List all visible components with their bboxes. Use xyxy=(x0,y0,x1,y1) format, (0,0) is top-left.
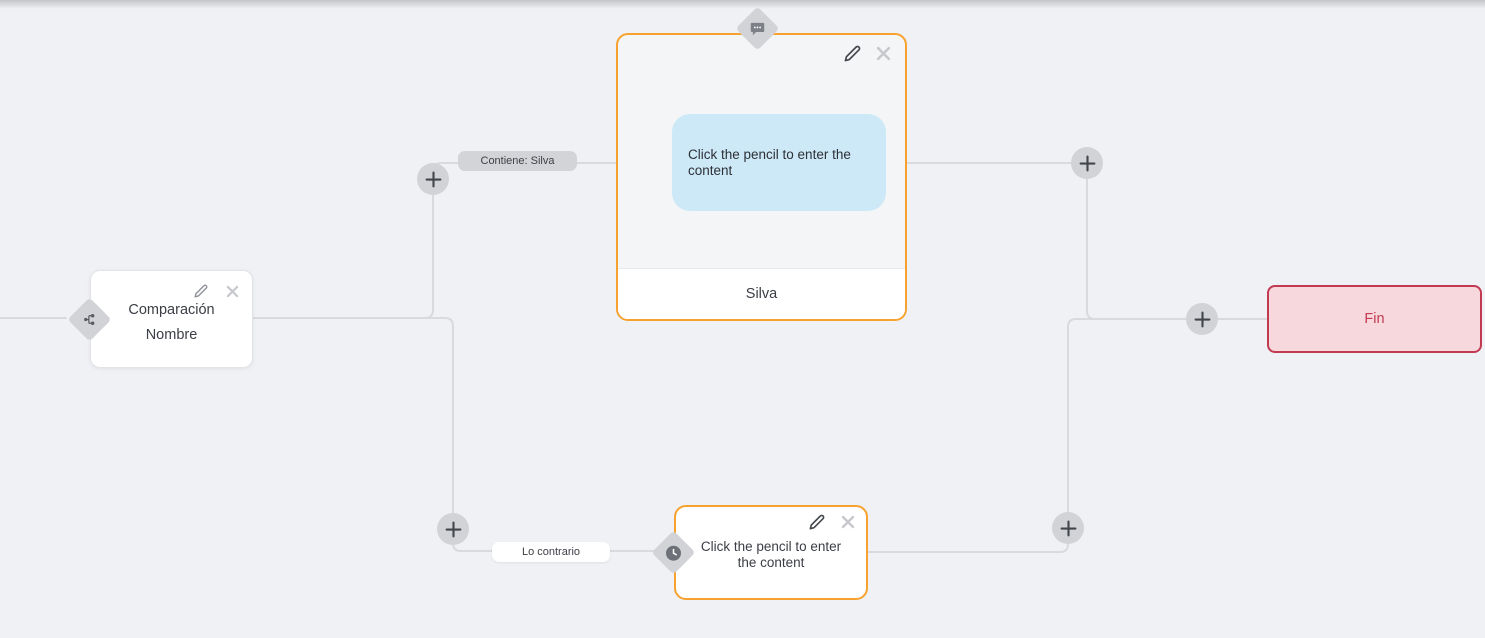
edge-message-to-end xyxy=(906,162,1268,320)
pencil-icon xyxy=(194,284,208,298)
condition-title: Comparación xyxy=(128,302,215,318)
delay-node[interactable]: Click the pencil to enter the content xyxy=(674,505,868,600)
delay-port[interactable] xyxy=(651,530,696,575)
edge-label-contains: Contiene: Silva xyxy=(458,151,577,171)
add-node-button[interactable] xyxy=(1052,512,1084,544)
delete-button[interactable] xyxy=(839,513,857,531)
pencil-icon xyxy=(809,514,825,530)
close-icon xyxy=(841,515,855,529)
message-bubble: Click the pencil to enter the content xyxy=(672,114,886,211)
close-icon xyxy=(226,285,239,298)
delete-button[interactable] xyxy=(874,44,892,62)
delete-button[interactable] xyxy=(223,282,241,300)
branch-icon xyxy=(82,312,97,327)
plus-icon xyxy=(1079,155,1096,172)
pencil-icon xyxy=(844,45,861,62)
add-node-button[interactable] xyxy=(1071,147,1103,179)
add-node-button[interactable] xyxy=(1186,303,1218,335)
edge-label-contains-text: Contiene: Silva xyxy=(480,155,555,167)
add-node-button[interactable] xyxy=(417,163,449,195)
condition-port[interactable] xyxy=(67,297,112,342)
message-footer: Silva xyxy=(618,268,905,319)
close-icon xyxy=(876,46,891,61)
delay-placeholder: Click the pencil to enter the content xyxy=(700,539,842,570)
message-node[interactable]: Click the pencil to enter the content Si… xyxy=(616,33,907,321)
plus-icon xyxy=(425,171,442,188)
message-footer-text: Silva xyxy=(745,286,778,302)
edge-label-otherwise: Lo contrario xyxy=(492,542,610,562)
edit-button[interactable] xyxy=(192,282,210,300)
plus-icon xyxy=(445,521,462,538)
plus-icon xyxy=(1194,311,1211,328)
condition-node[interactable]: Comparación Nombre xyxy=(90,270,253,368)
plus-icon xyxy=(1060,520,1077,537)
edge-delay-to-end xyxy=(867,318,1268,553)
message-port[interactable] xyxy=(735,6,780,51)
clock-icon xyxy=(664,543,684,563)
condition-subtitle: Nombre xyxy=(145,327,198,343)
add-node-button[interactable] xyxy=(437,513,469,545)
edge-condition-to-otherwise xyxy=(252,317,655,552)
edit-button[interactable] xyxy=(808,513,826,531)
message-placeholder: Click the pencil to enter the content xyxy=(688,146,851,178)
edit-button[interactable] xyxy=(843,44,861,62)
end-node-label: Fin xyxy=(1364,311,1385,327)
chat-icon xyxy=(749,20,766,37)
edge-label-otherwise-text: Lo contrario xyxy=(521,546,581,558)
end-node[interactable]: Fin xyxy=(1267,285,1482,353)
